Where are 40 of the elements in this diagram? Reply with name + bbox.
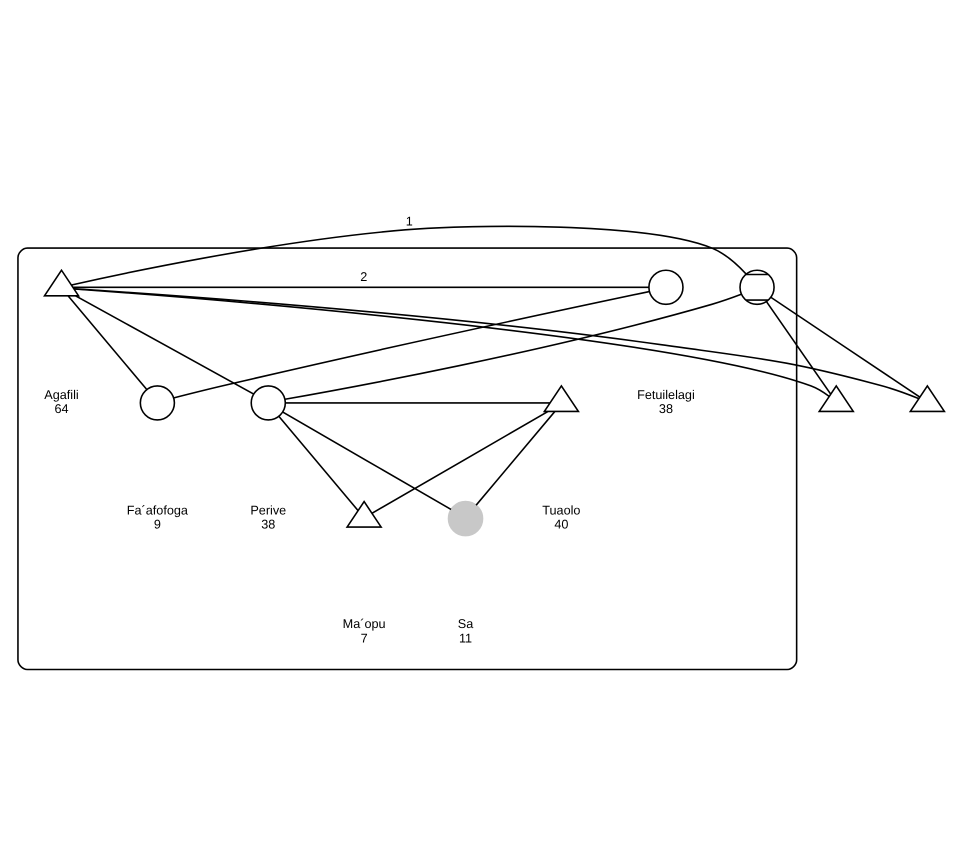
node-label: Perive: [250, 503, 286, 518]
node-label: 11: [458, 631, 472, 646]
connector: [71, 226, 746, 286]
node-triangle: [542, 384, 580, 412]
node-label: Agafili: [44, 388, 79, 402]
edge-label: 2: [360, 270, 368, 284]
node-circle: [648, 269, 684, 306]
node-circle: [140, 385, 176, 421]
connector: [284, 294, 742, 400]
node-label: Sa: [458, 617, 474, 632]
connector: [770, 296, 920, 398]
connector: [68, 295, 148, 390]
connector: [476, 411, 556, 506]
connector: [372, 410, 548, 514]
connector: [285, 402, 550, 404]
node-label: 64: [54, 402, 69, 416]
connector: [174, 290, 650, 399]
node-triangle: [346, 500, 383, 528]
node-label: Ma´opu: [342, 617, 386, 632]
connector: [278, 416, 359, 511]
connector: [766, 301, 832, 395]
node-label: 40: [554, 518, 568, 532]
node-circle: [250, 385, 286, 421]
node-triangle: [908, 384, 946, 412]
node-label: 9: [154, 518, 161, 532]
node-circle: [739, 269, 775, 306]
node-label: 38: [261, 518, 276, 532]
node-label: Fetuilelagi: [637, 388, 695, 402]
node-label: Fa´afofoga: [126, 503, 188, 518]
connector: [282, 411, 452, 510]
connector: [73, 286, 649, 288]
node-triangle: [43, 268, 80, 297]
edge-label: 1: [406, 214, 413, 229]
cluster: [17, 247, 798, 670]
node-label: 38: [658, 402, 673, 416]
node-triangle: [818, 384, 855, 412]
node-circle: [448, 500, 484, 536]
connector: [75, 295, 254, 395]
node-label: Tuaolo: [542, 503, 580, 518]
node-label: 7: [360, 631, 368, 646]
